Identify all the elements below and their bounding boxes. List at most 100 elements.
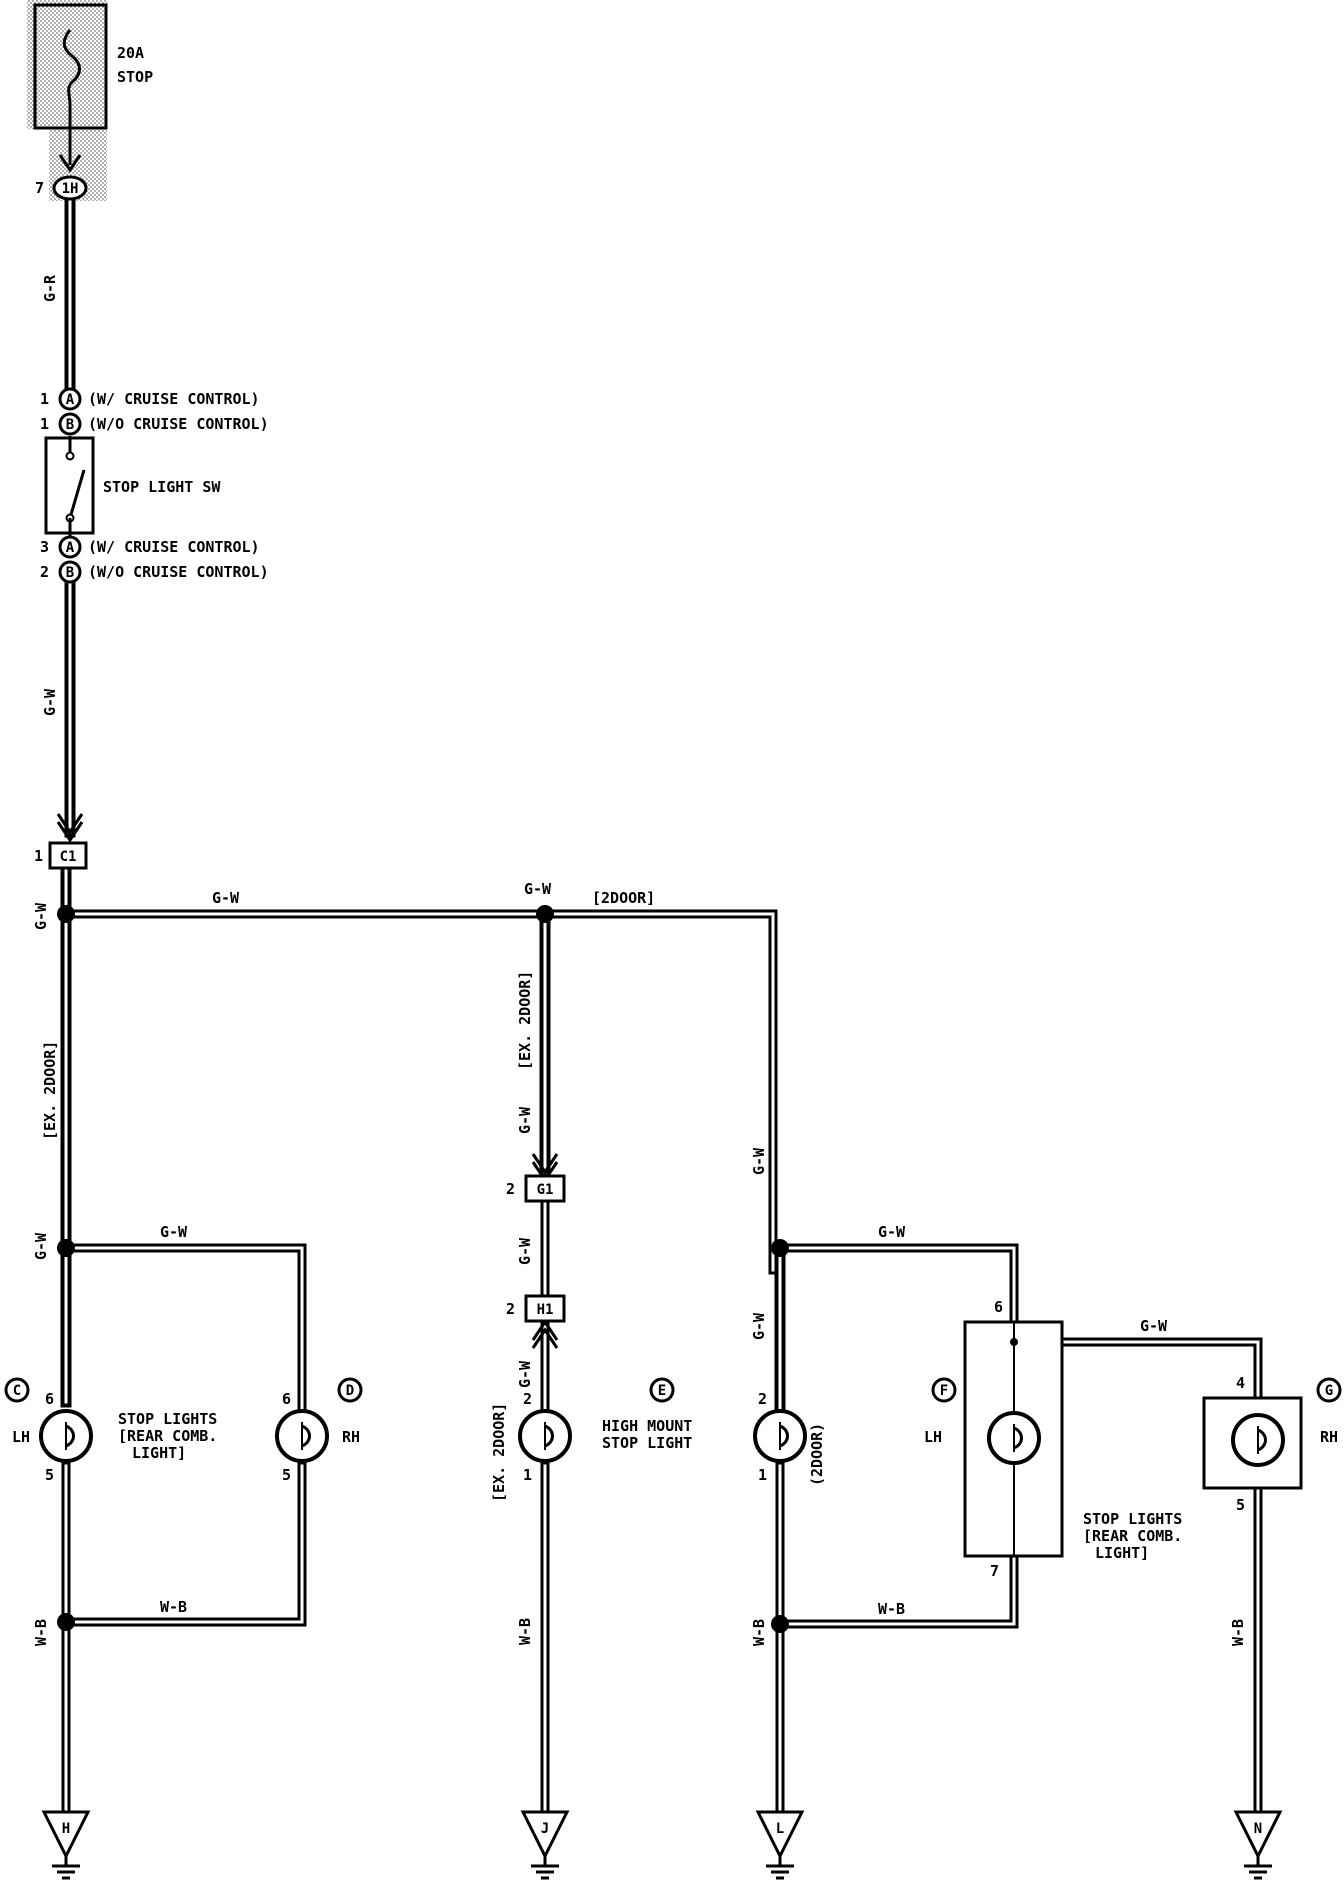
connector-c1: C1: [48, 813, 88, 870]
wire-label-left-top-gw: G-W: [32, 902, 50, 930]
bulb-filament-icon: [301, 1424, 311, 1448]
bulb-filament-icon: [544, 1424, 554, 1448]
switch-contact-icon: [68, 469, 86, 519]
stop-lights-label-right-3: LIGHT]: [1095, 1544, 1149, 1562]
wire-label-g-branch-gw: G-W: [1140, 1317, 1168, 1335]
ground-h: H: [41, 1810, 91, 1880]
wire-label-left-bottom-wb: W-B: [32, 1619, 50, 1646]
svg-text:L: L: [776, 1821, 784, 1837]
switch-out-a-note: (W/ CRUISE CONTROL): [88, 538, 260, 556]
component-g-marker: G: [1316, 1377, 1342, 1403]
connector-h1: H1: [524, 1294, 566, 1349]
svg-text:H1: H1: [537, 1302, 554, 1318]
lamp-e-pin-in: 2: [523, 1390, 532, 1408]
wire-label-right-ground-wb: W-B: [878, 1600, 905, 1618]
bulb-filament-icon: [779, 1424, 789, 1448]
svg-text:J: J: [541, 1821, 549, 1837]
lamp-f-side: LH: [924, 1428, 942, 1446]
wire-label-right-mid-gw: G-W: [750, 1312, 768, 1340]
lamp-f-lh: [963, 1320, 1064, 1558]
lamp-2door-pin-in: 2: [758, 1390, 767, 1408]
wire-label-rh-branch-gw: G-W: [160, 1223, 188, 1241]
lamp-2door-pin-out: 1: [758, 1466, 767, 1484]
component-c-marker: C: [4, 1377, 30, 1403]
connector-1h-pin: 7: [35, 179, 44, 197]
lamp-d-pin-out: 5: [282, 1466, 291, 1484]
svg-text:C: C: [13, 1383, 21, 1399]
wire-label-right-bottom-wb: W-B: [750, 1619, 768, 1646]
lamp-g-pin-out: 5: [1236, 1496, 1245, 1514]
switch-out-a-pin: 3: [40, 538, 49, 556]
stop-light-switch-connectors-in: A B: [58, 387, 82, 436]
connector-h1-pin: 2: [506, 1300, 515, 1318]
wires: [60, 194, 1263, 1825]
lamp-f-pin-out: 7: [990, 1562, 999, 1580]
svg-text:E: E: [658, 1383, 666, 1399]
wire-label-bus-gw: G-W: [212, 889, 240, 907]
ground-n: N: [1233, 1810, 1283, 1880]
svg-text:D: D: [346, 1383, 354, 1399]
switch-out-b-note: (W/O CRUISE CONTROL): [88, 563, 269, 581]
lamp-e-name-2: STOP LIGHT: [602, 1434, 692, 1452]
fuse-20a-stop: [27, 0, 108, 201]
stop-light-switch-connectors-out: A B: [58, 535, 82, 584]
connector-g1: G1: [524, 1153, 566, 1203]
lamp-d-rh: [275, 1409, 329, 1463]
condition-ex-2door-lamp: [EX. 2DOOR]: [490, 1403, 508, 1502]
svg-text:N: N: [1254, 1821, 1262, 1837]
lamp-f-pin-in: 6: [994, 1298, 1003, 1316]
lamp-g-side: RH: [1320, 1428, 1338, 1446]
svg-text:A: A: [66, 540, 75, 556]
switch-in-b-pin: 1: [40, 415, 49, 433]
lamp-c-side: LH: [12, 1428, 30, 1446]
stop-lights-label-right-1: STOP LIGHTS: [1083, 1510, 1182, 1528]
condition-2door-bus: [2DOOR]: [592, 889, 655, 907]
ground-l: L: [755, 1810, 805, 1880]
wire-label-center-gw: G-W: [524, 880, 552, 898]
lamp-g-pin-in: 4: [1236, 1374, 1245, 1392]
fuse-element-icon: [62, 29, 81, 105]
switch-in-b-note: (W/O CRUISE CONTROL): [88, 415, 269, 433]
ground-j: J: [520, 1810, 570, 1880]
stop-lights-label-left-1: STOP LIGHTS: [118, 1410, 217, 1428]
stop-lights-label-left-3: LIGHT]: [132, 1444, 186, 1462]
connector-1h: 1H: [52, 175, 88, 201]
bulb-filament-icon: [1013, 1426, 1023, 1450]
lamp-d-pin-in: 6: [282, 1390, 291, 1408]
svg-text:H: H: [62, 1821, 70, 1837]
component-e-marker: E: [649, 1377, 675, 1403]
wire-label-f-branch-gw: G-W: [878, 1223, 906, 1241]
condition-ex-2door-center: [EX. 2DOOR]: [516, 971, 534, 1070]
splice-points: [57, 905, 789, 1633]
lamp-d-side: RH: [342, 1428, 360, 1446]
stop-light-switch-label: STOP LIGHT SW: [103, 478, 221, 496]
fuse-name: STOP: [117, 68, 153, 86]
component-d-marker: D: [337, 1377, 363, 1403]
svg-text:B: B: [66, 565, 74, 581]
stop-light-switch: [44, 436, 95, 540]
wire-label-far-right-wb: W-B: [1229, 1619, 1247, 1646]
wire-label-gr: G-R: [41, 274, 59, 302]
bulb-filament-icon: [65, 1424, 75, 1448]
lamp-e-pin-out: 1: [523, 1466, 532, 1484]
lamp-e-high-mount: [518, 1409, 572, 1463]
switch-in-a-note: (W/ CRUISE CONTROL): [88, 390, 260, 408]
lamp-e-name-1: HIGH MOUNT: [602, 1417, 692, 1435]
lamp-c-pin-in: 6: [45, 1390, 54, 1408]
bulb-filament-icon: [1257, 1428, 1267, 1452]
condition-2door-lamp: (2DOOR): [808, 1423, 826, 1486]
wire-label-left-ground-wb: W-B: [160, 1598, 187, 1616]
svg-text:G: G: [1325, 1383, 1333, 1399]
wire-label-switch-out-gw: G-W: [41, 688, 59, 716]
switch-in-a-pin: 1: [40, 390, 49, 408]
condition-ex-2door-left: [EX. 2DOOR]: [41, 1041, 59, 1140]
wire-label-center-bottom-wb: W-B: [516, 1618, 534, 1645]
component-f-marker: F: [931, 1377, 957, 1403]
wire-label-right-upper-gw: G-W: [750, 1147, 768, 1175]
connector-c1-pin: 1: [34, 847, 43, 865]
wire-label-center-upper-gw: G-W: [516, 1106, 534, 1134]
switch-out-b-pin: 2: [40, 563, 49, 581]
lamp-c-lh: [39, 1409, 93, 1463]
lamp-g-rh: [1202, 1396, 1303, 1490]
